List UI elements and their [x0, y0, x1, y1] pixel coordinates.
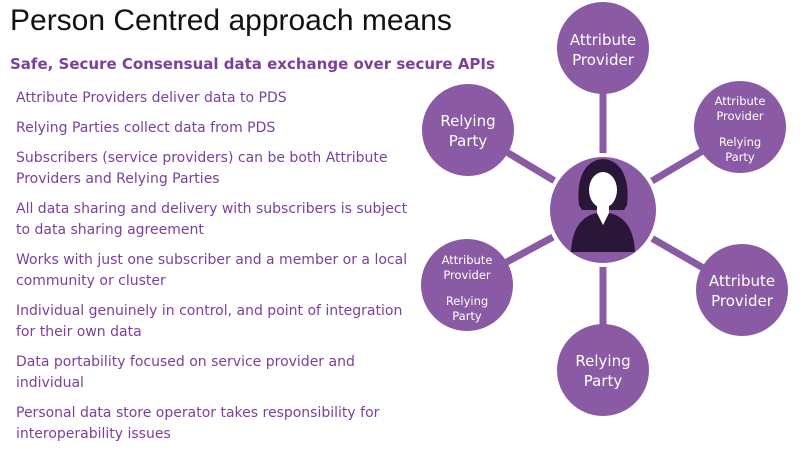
node-label: Attribute — [570, 31, 636, 49]
node-label: Provider — [716, 109, 764, 123]
bullet-item: Works with just one subscriber and a mem… — [16, 252, 408, 289]
bullet-item: Individual genuinely in control, and poi… — [16, 303, 403, 340]
node-attribute-provider-lower-right: Attribute Provider — [696, 244, 788, 336]
bullet-item: Data portability focused on service prov… — [16, 354, 355, 391]
bullet-item: Relying Parties collect data from PDS — [16, 120, 276, 136]
node-attribute-provider-relying-party-lower-left: Attribute Provider Relying Party — [421, 239, 513, 331]
node-label: Provider — [443, 268, 491, 282]
slide-subtitle: Safe, Secure Consensual data exchange ov… — [10, 55, 495, 73]
node-label: Party — [449, 132, 488, 150]
node-relying-party-upper-left: Relying Party — [422, 84, 514, 176]
person-icon — [571, 159, 635, 252]
node-label: Attribute — [442, 253, 493, 267]
hub-spoke-diagram: Attribute Provider Relying Party Attribu… — [421, 2, 788, 416]
node-label: Attribute — [709, 272, 775, 290]
node-label: Relying — [446, 294, 488, 308]
node-relying-party-bottom: Relying Party — [557, 324, 649, 416]
hub-person — [546, 153, 660, 267]
node-label: Relying — [719, 135, 761, 149]
bullet-item: Subscribers (service providers) can be b… — [16, 150, 388, 187]
node-label: Attribute — [715, 94, 766, 108]
slide-title: Person Centred approach means — [10, 4, 452, 37]
node-attribute-provider-relying-party-upper-right: Attribute Provider Relying Party — [694, 81, 786, 173]
node-label: Party — [452, 309, 482, 323]
bullet-list: Attribute Providers deliver data to PDS … — [16, 88, 421, 454]
bullet-item: All data sharing and delivery with subsc… — [16, 201, 408, 238]
bullet-item: Attribute Providers deliver data to PDS — [16, 90, 287, 106]
node-label: Party — [725, 150, 755, 164]
node-label: Provider — [572, 51, 635, 69]
node-label: Relying — [440, 112, 495, 130]
node-label: Party — [584, 372, 623, 390]
node-attribute-provider-top: Attribute Provider — [557, 2, 649, 94]
node-label: Relying — [575, 352, 630, 370]
node-label: Provider — [711, 292, 774, 310]
